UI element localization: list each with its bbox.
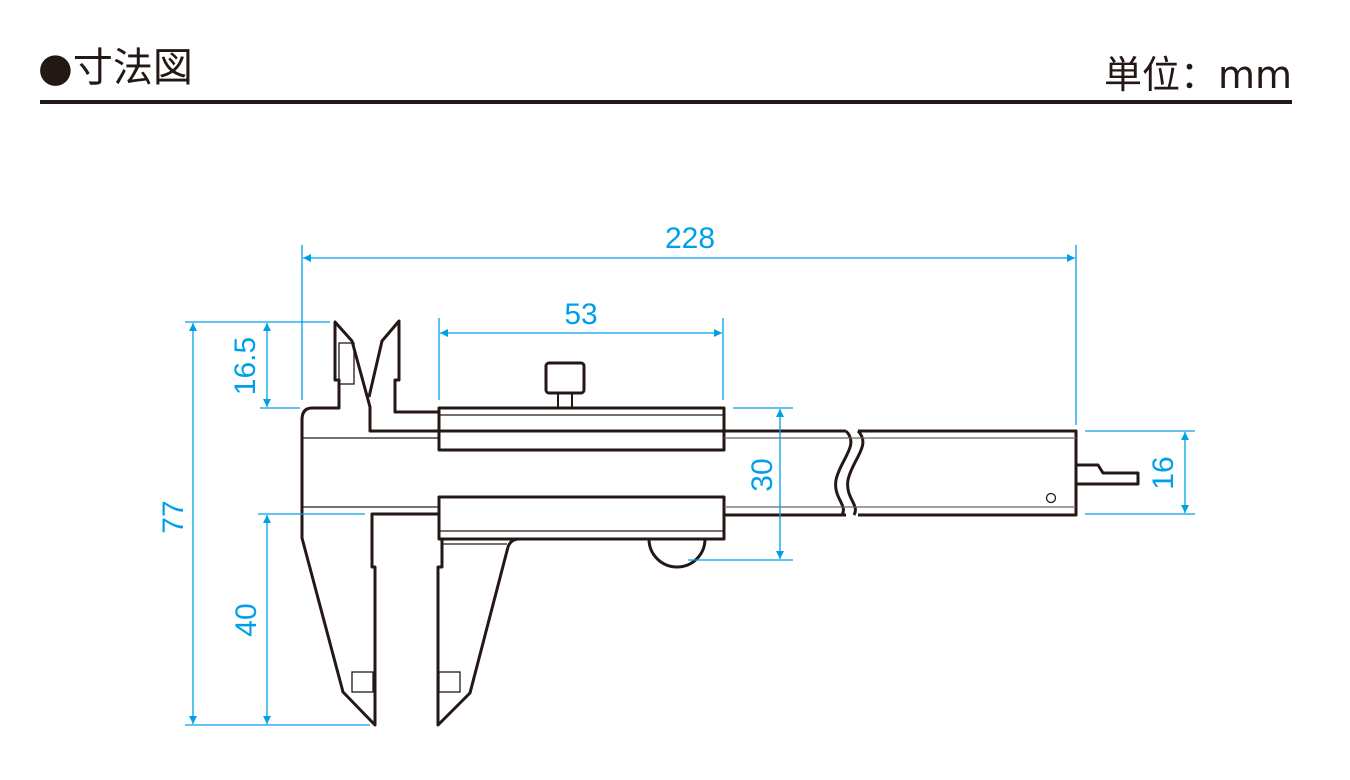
- slider-lower: [437, 495, 726, 541]
- break-left: [834, 429, 853, 516]
- slider-upper: [437, 406, 726, 452]
- caliper-outline: [300, 319, 1140, 727]
- dim-overall-height: 77: [157, 500, 190, 533]
- thumb-roller: [647, 538, 707, 569]
- unit-label: 単位：mm: [1103, 53, 1292, 97]
- dim-inside-jaw-depth: 16.5: [229, 337, 262, 395]
- slider-upper-jaw: [367, 319, 439, 414]
- dim-beam-width: 16: [1147, 456, 1180, 489]
- lock-knob: [544, 361, 586, 395]
- break-right: [846, 429, 865, 516]
- page-title: ●寸法図: [38, 45, 193, 91]
- dimension-lines: [185, 245, 1195, 726]
- dim-slider-length: 53: [564, 298, 597, 331]
- dim-overall-length: 228: [665, 222, 715, 255]
- header-divider: [40, 100, 1292, 104]
- caliper-thin-lines: [302, 342, 1076, 693]
- depth-rod: [1076, 463, 1140, 486]
- dim-outside-jaw-depth: 40: [230, 603, 263, 636]
- knob-stem: [557, 392, 573, 409]
- main-scale: [300, 320, 846, 727]
- dim-slider-height: 30: [746, 458, 779, 491]
- beam-end: [858, 429, 1078, 517]
- slider-lower-jaw: [436, 537, 520, 727]
